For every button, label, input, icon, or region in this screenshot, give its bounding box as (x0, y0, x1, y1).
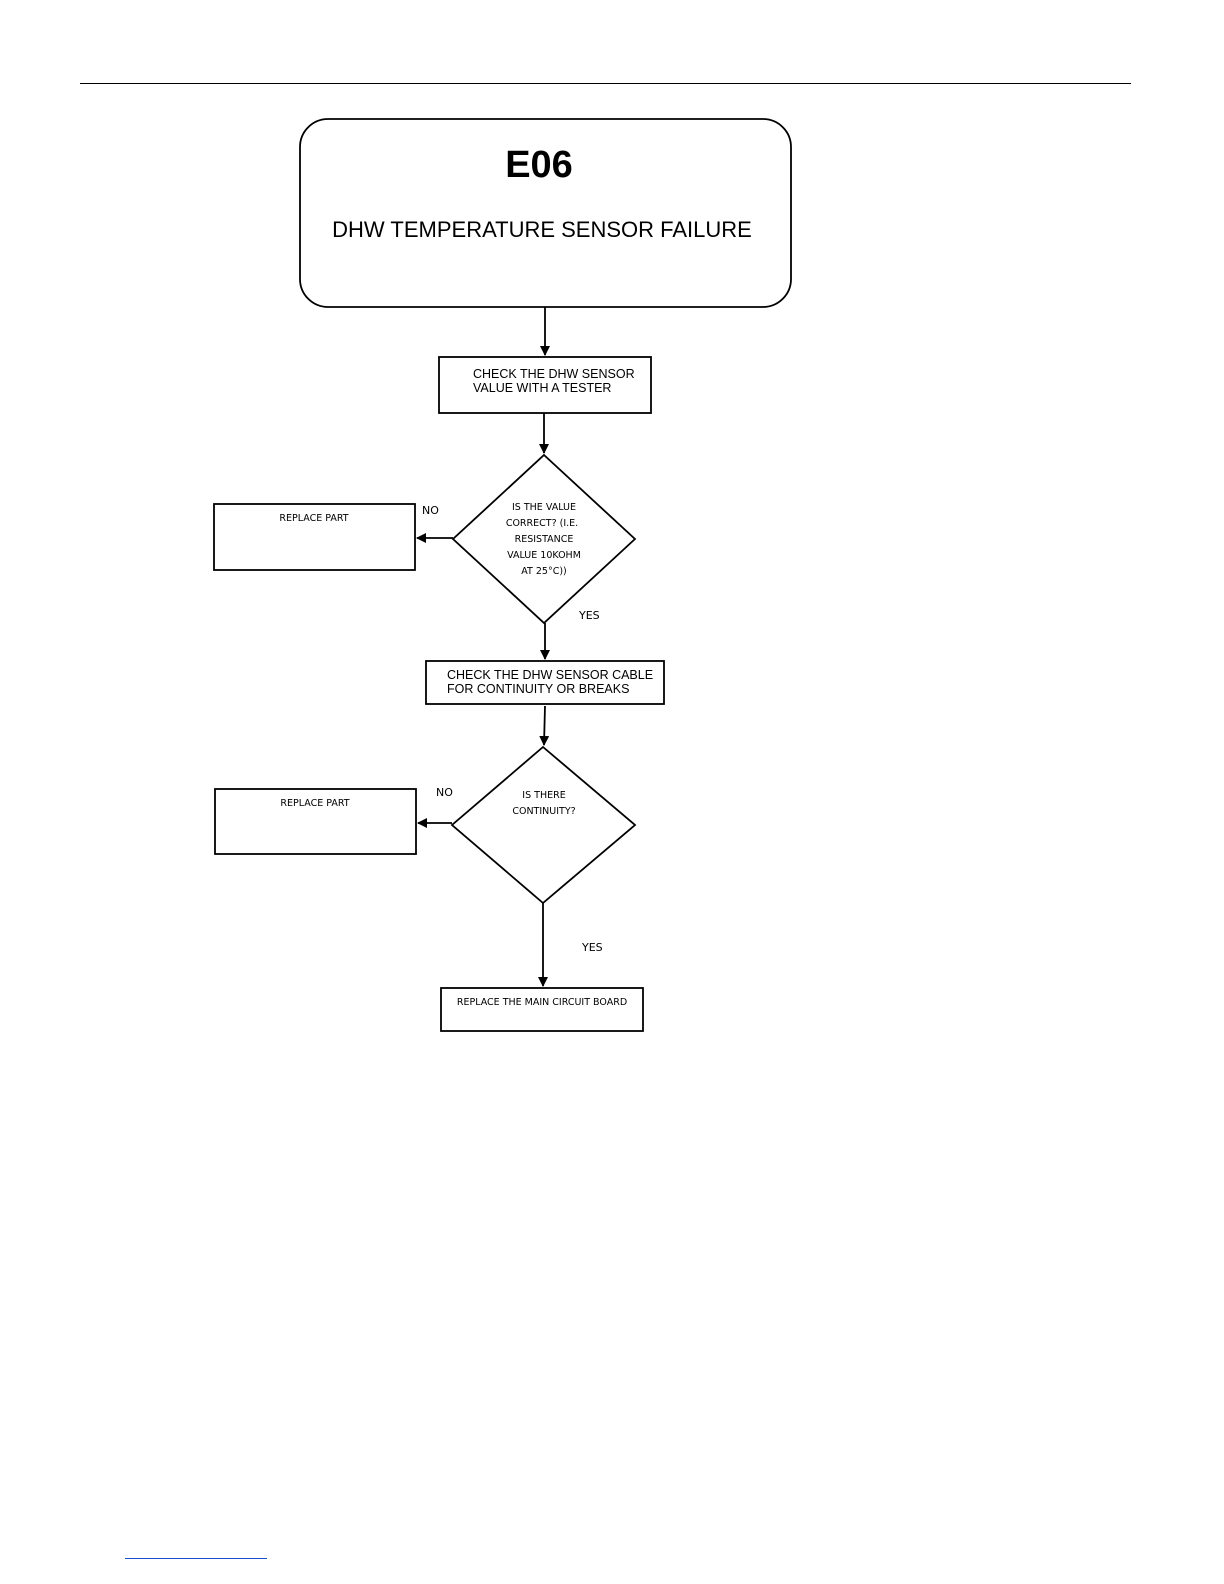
replace-part-2-text: REPLACE PART (280, 798, 349, 809)
replace-part-box-2: REPLACE PART (215, 789, 416, 854)
label-yes-1: YES (578, 609, 600, 622)
footer-link-rule (125, 1558, 267, 1559)
title-box: E06 DHW TEMPERATURE SENSOR FAILURE (300, 119, 791, 307)
label-yes-2: YES (581, 941, 603, 954)
error-description: DHW TEMPERATURE SENSOR FAILURE (332, 217, 752, 242)
error-code-title: E06 (505, 144, 573, 186)
replace-part-box-1: REPLACE PART (214, 504, 415, 570)
replace-board-text: REPLACE THE MAIN CIRCUIT BOARD (457, 997, 627, 1008)
label-no-2: NO (436, 786, 453, 799)
check-sensor-value-box: CHECK THE DHW SENSOR VALUE WITH A TESTER (439, 357, 651, 413)
check-sensor-line-2: VALUE WITH A TESTER (473, 381, 611, 395)
decision-1-line-1: IS THE VALUE (512, 502, 576, 513)
decision-1-line-4: VALUE 10KOHM (507, 550, 581, 561)
connector-cable-to-decision (544, 706, 545, 745)
replace-board-box: REPLACE THE MAIN CIRCUIT BOARD (441, 988, 643, 1031)
label-no-1: NO (422, 504, 439, 517)
check-cable-line-2: FOR CONTINUITY OR BREAKS (447, 682, 629, 696)
decision-1-line-2: CORRECT? (I.E. (506, 518, 578, 529)
decision-1-line-3: RESISTANCE (515, 534, 574, 545)
check-cable-box: CHECK THE DHW SENSOR CABLE FOR CONTINUIT… (426, 661, 664, 704)
decision-value-correct: IS THE VALUE CORRECT? (I.E. RESISTANCE V… (453, 455, 635, 623)
check-cable-line-1: CHECK THE DHW SENSOR CABLE (447, 668, 653, 682)
decision-1-line-5: AT 25°C)) (521, 566, 566, 577)
decision-2-line-2: CONTINUITY? (512, 806, 575, 817)
decision-continuity: IS THERE CONTINUITY? (452, 747, 635, 903)
decision-2-line-1: IS THERE (522, 790, 565, 801)
check-sensor-line-1: CHECK THE DHW SENSOR (473, 367, 635, 381)
replace-part-1-text: REPLACE PART (279, 513, 348, 524)
